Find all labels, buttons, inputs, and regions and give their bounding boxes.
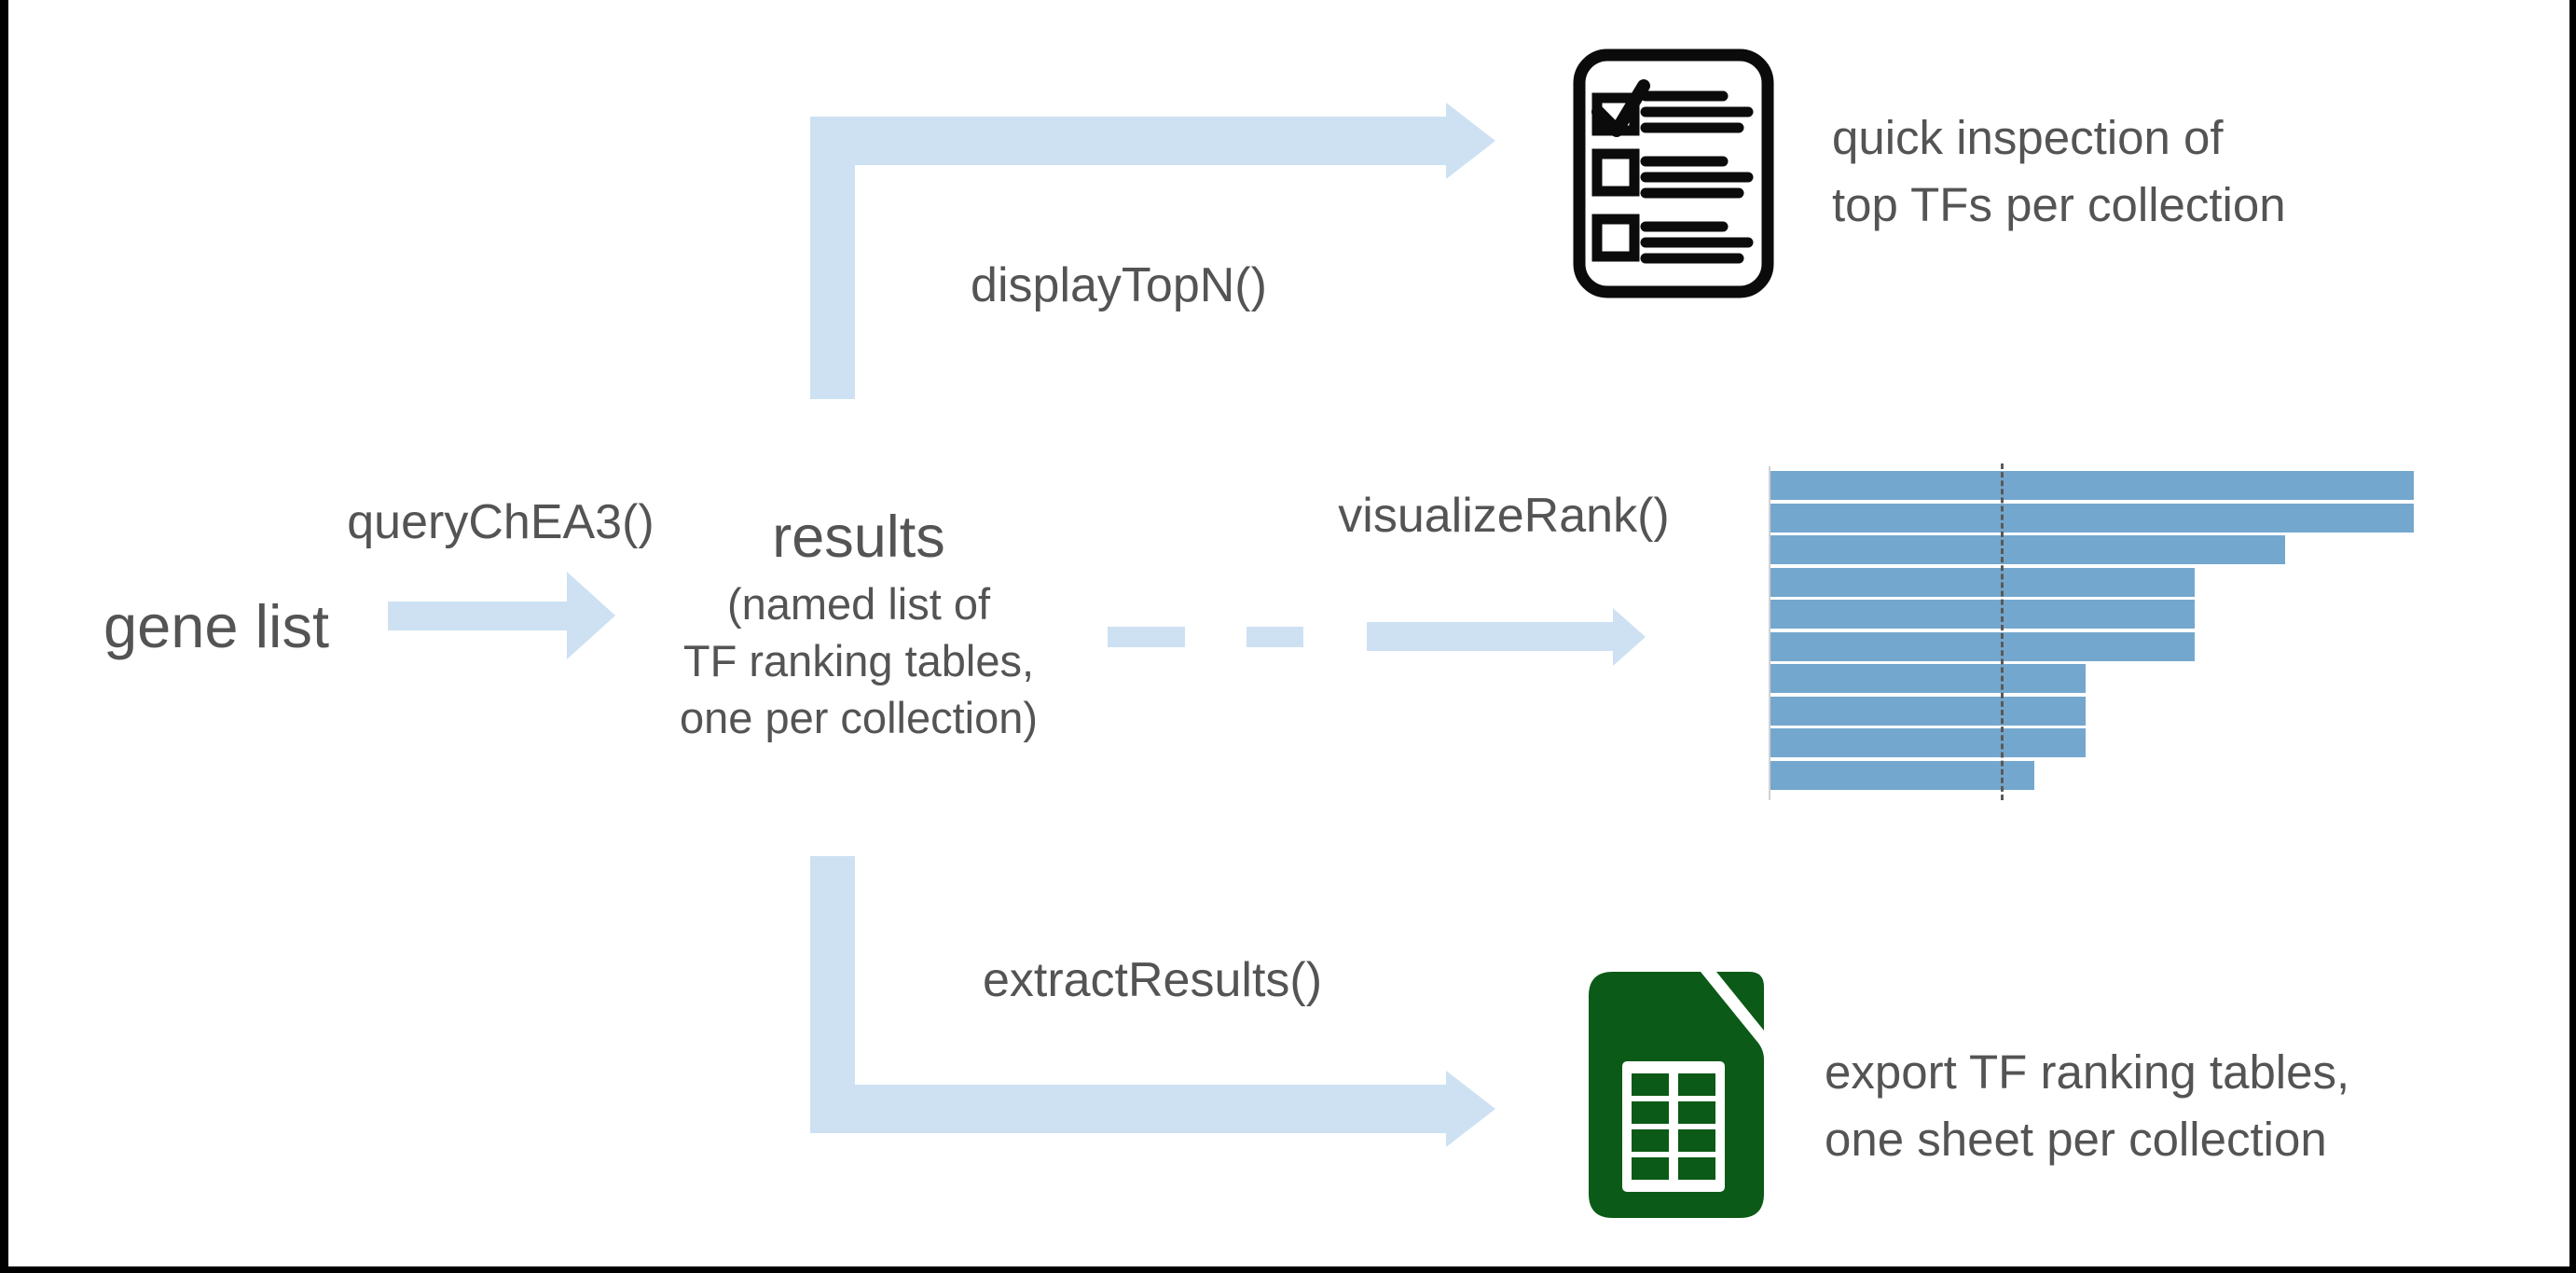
rank-bar	[1770, 664, 2086, 693]
check-mark-icon	[1591, 79, 1650, 137]
query-function-label: queryChEA3()	[347, 495, 654, 549]
rank-bar	[1770, 631, 2195, 661]
export-caption-line1: export TF ranking tables,	[1825, 1045, 2350, 1099]
left-black-border	[0, 0, 8, 1273]
extract-results-function-label: extractResults()	[982, 953, 1323, 1007]
bottom-black-border	[0, 1266, 2576, 1273]
right-black-border	[2569, 0, 2576, 1273]
rank-bar	[1770, 471, 2414, 500]
extract-results-arrow-head	[1446, 1071, 1495, 1147]
visualize-rank-arrow-head	[1613, 608, 1646, 666]
extract-results-arrow-horizontal	[810, 1085, 1446, 1133]
checklist-icon-rows	[1591, 90, 1754, 264]
rank-bar	[1770, 600, 2195, 629]
inspection-caption: quick inspection of top TFs per collecti…	[1832, 104, 2286, 239]
rank-bar	[1770, 535, 2285, 564]
display-top-n-arrow-horizontal	[810, 117, 1446, 165]
inspection-caption-line1: quick inspection of	[1832, 111, 2224, 164]
query-arrow-head	[567, 572, 615, 659]
results-subtitle-line1: (named list of	[726, 579, 991, 629]
rank-bar	[1770, 760, 2034, 790]
display-top-n-arrow-head	[1446, 103, 1495, 179]
rank-bar	[1770, 567, 2195, 597]
inspection-caption-line2: top TFs per collection	[1832, 178, 2286, 231]
export-caption-line2: one sheet per collection	[1825, 1113, 2327, 1166]
visualize-rank-arrow-dash1	[1108, 627, 1185, 647]
rank-bar	[1770, 728, 2086, 757]
gene-list-label: gene list	[103, 592, 330, 660]
spreadsheet-icon	[1589, 972, 1764, 1218]
chart-axis-line	[1769, 466, 1770, 800]
visualize-rank-arrow-body	[1367, 622, 1613, 651]
chart-reference-dashed-line	[2001, 464, 2004, 800]
export-caption: export TF ranking tables, one sheet per …	[1825, 1039, 2349, 1173]
visualize-rank-arrow-dash2	[1247, 627, 1303, 647]
spreadsheet-icon-cells	[1632, 1073, 1715, 1180]
rank-bar	[1770, 503, 2414, 533]
visualize-rank-function-label: visualizeRank()	[1338, 489, 1670, 543]
results-subtitle: (named list of TF ranking tables, one pe…	[626, 575, 1092, 746]
display-top-n-function-label: displayTopN()	[971, 258, 1267, 312]
spreadsheet-icon-folded-corner	[1716, 972, 1764, 1031]
results-title: results	[772, 505, 945, 570]
rank-bar	[1770, 696, 2086, 726]
query-arrow-body	[388, 602, 567, 630]
results-subtitle-line2: TF ranking tables,	[682, 636, 1035, 685]
checklist-icon	[1573, 48, 1774, 298]
results-subtitle-line3: one per collection)	[679, 693, 1039, 742]
rank-bar-chart-bars	[1770, 471, 2414, 793]
